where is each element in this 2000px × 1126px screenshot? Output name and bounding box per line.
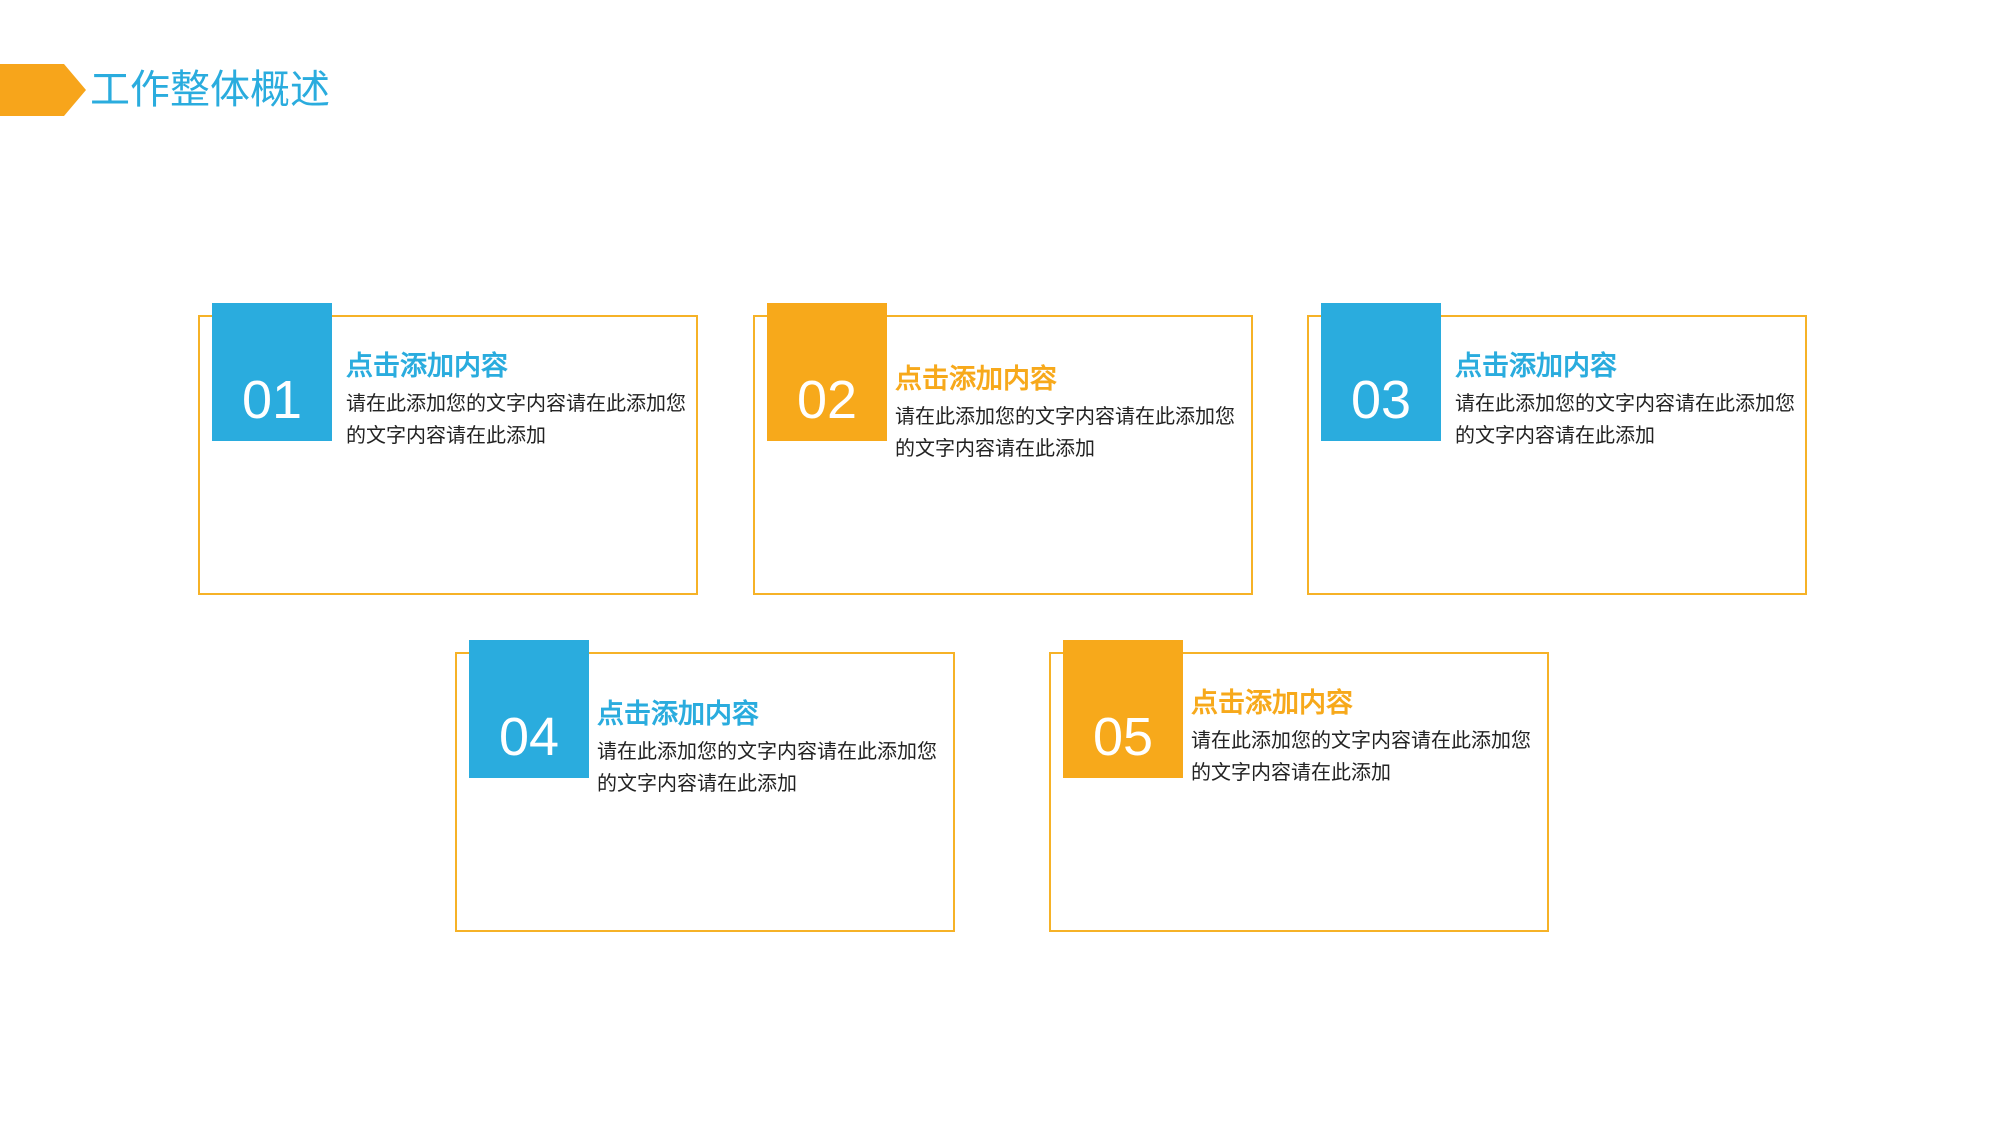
content-card-05[interactable]: 05 点击添加内容 请在此添加您的文字内容请在此添加您的文字内容请在此添加: [1049, 640, 1549, 932]
card-description[interactable]: 请在此添加您的文字内容请在此添加您的文字内容请在此添加: [1455, 391, 1795, 447]
card-title[interactable]: 点击添加内容: [346, 351, 508, 382]
card-title[interactable]: 点击添加内容: [597, 699, 759, 730]
card-title[interactable]: 点击添加内容: [1455, 351, 1617, 382]
card-description[interactable]: 请在此添加您的文字内容请在此添加您的文字内容请在此添加: [895, 404, 1235, 460]
content-card-01[interactable]: 01 点击添加内容 请在此添加您的文字内容请在此添加您的文字内容请在此添加: [198, 303, 698, 595]
card-title[interactable]: 点击添加内容: [1191, 688, 1353, 719]
content-card-03[interactable]: 03 点击添加内容 请在此添加您的文字内容请在此添加您的文字内容请在此添加: [1307, 303, 1807, 595]
card-number-badge: 05: [1063, 640, 1183, 778]
card-description[interactable]: 请在此添加您的文字内容请在此添加您的文字内容请在此添加: [597, 739, 937, 795]
content-card-02[interactable]: 02 点击添加内容 请在此添加您的文字内容请在此添加您的文字内容请在此添加: [753, 303, 1253, 595]
card-title[interactable]: 点击添加内容: [895, 364, 1057, 395]
content-card-04[interactable]: 04 点击添加内容 请在此添加您的文字内容请在此添加您的文字内容请在此添加: [455, 640, 955, 932]
card-number-badge: 01: [212, 303, 332, 441]
card-description[interactable]: 请在此添加您的文字内容请在此添加您的文字内容请在此添加: [346, 391, 686, 447]
card-number-badge: 02: [767, 303, 887, 441]
card-number-badge: 03: [1321, 303, 1441, 441]
header-arrow-icon: [0, 64, 86, 116]
card-description[interactable]: 请在此添加您的文字内容请在此添加您的文字内容请在此添加: [1191, 728, 1531, 784]
card-number-badge: 04: [469, 640, 589, 778]
page-title: 工作整体概述: [90, 67, 330, 113]
